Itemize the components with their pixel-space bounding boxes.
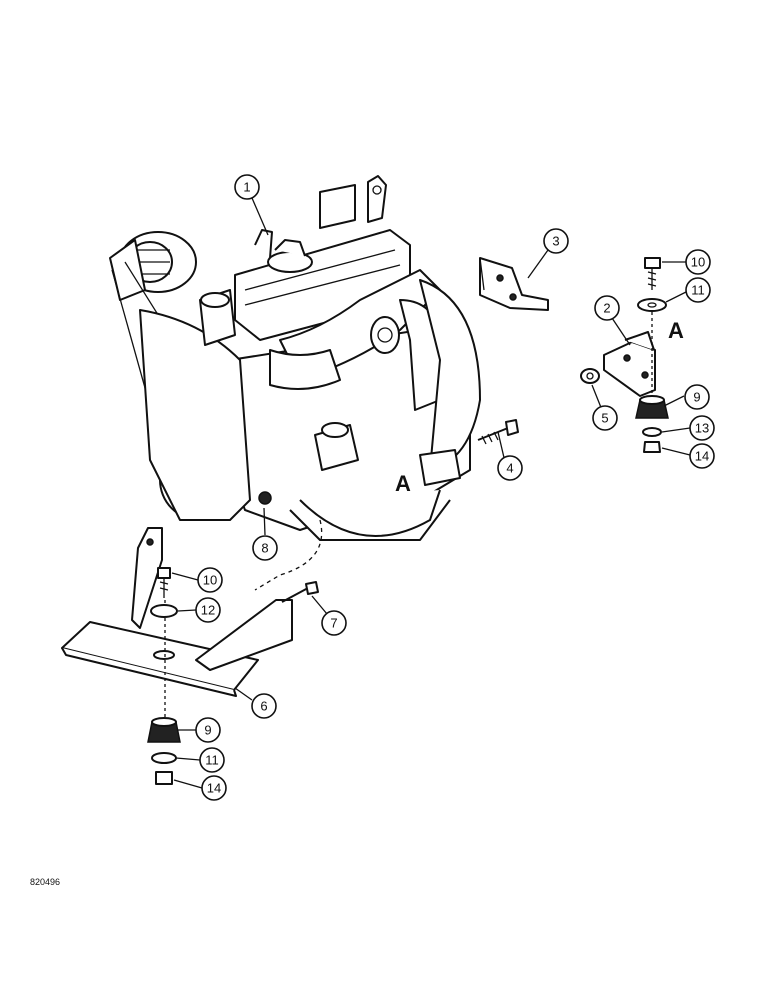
svg-text:10: 10 [203,573,217,588]
callout-11-left: 11 [199,747,225,773]
base-plate-item-6 [61,527,293,720]
svg-text:11: 11 [691,283,705,298]
callout-11-right: 11 [685,277,711,303]
callout-9-left: 9 [195,717,221,743]
svg-text:6: 6 [260,699,267,714]
svg-text:3: 3 [552,234,559,249]
callout-14-right: 14 [689,443,715,469]
callout-5: 5 [592,405,618,431]
svg-text:9: 9 [204,723,211,738]
svg-text:9: 9 [693,390,700,405]
bracket-item-3 [479,257,549,311]
svg-text:10: 10 [691,255,705,270]
callout-1: 1 [234,174,260,200]
svg-text:5: 5 [601,411,608,426]
svg-text:8: 8 [261,541,268,556]
callout-14-left: 14 [201,775,227,801]
callout-8: 8 [252,535,278,561]
view-marker-a-right: A [668,318,684,343]
svg-text:12: 12 [201,603,215,618]
svg-text:2: 2 [603,301,610,316]
bracket-item-2 [603,331,656,397]
assembly-path-line [254,519,323,591]
callout-10-left: 10 [197,567,223,593]
callout-3: 3 [543,228,569,254]
left-mount-hardware [147,567,319,785]
figure-id: 820496 [30,877,60,887]
svg-text:11: 11 [205,753,219,768]
callout-7: 7 [321,610,347,636]
svg-text:1: 1 [243,180,250,195]
callout-10-right: 10 [685,249,711,275]
callout-13: 13 [689,415,715,441]
callout-2: 2 [594,295,620,321]
bolt-item-4 [477,419,519,445]
svg-text:4: 4 [506,461,513,476]
engine-assembly [109,175,481,541]
leader-lines [171,197,691,789]
svg-text:7: 7 [330,616,337,631]
callout-9-right: 9 [684,384,710,410]
callout-12: 12 [195,597,221,623]
callout-6: 6 [251,693,277,719]
right-mount-hardware [580,257,669,453]
svg-text:14: 14 [207,781,221,796]
callout-4: 4 [497,455,523,481]
svg-text:13: 13 [695,421,709,436]
svg-text:14: 14 [695,449,709,464]
view-marker-a-engine: A [395,471,411,496]
